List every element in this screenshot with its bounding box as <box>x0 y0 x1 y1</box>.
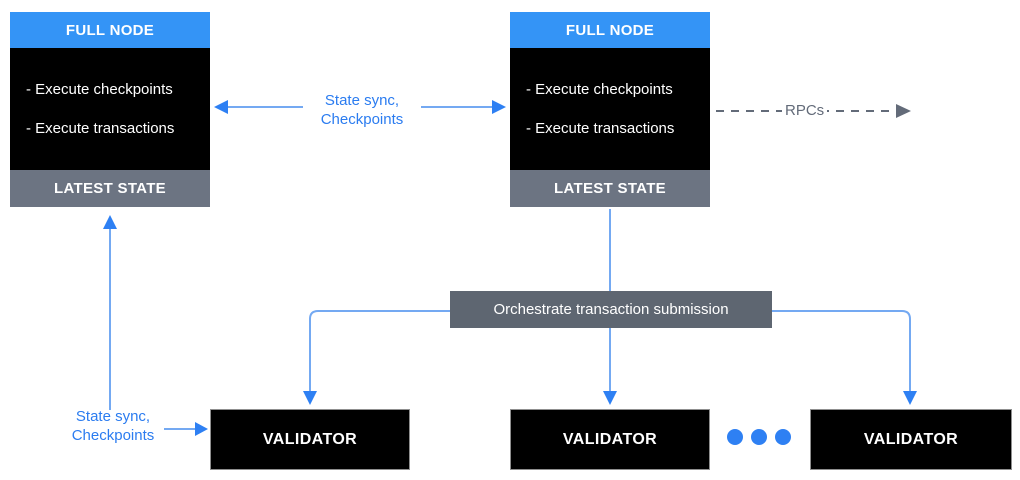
orchestrator-left-branch-arrow <box>303 310 450 405</box>
full-node-left-title: FULL NODE <box>10 12 210 48</box>
state-sync-bottom-label-line2: Checkpoints <box>71 427 155 444</box>
validator-left: VALIDATOR <box>210 409 410 470</box>
ellipsis-dots-icon <box>727 429 791 445</box>
state-sync-top-label-line1: State sync, <box>324 92 400 109</box>
full-node-left-item: - Execute checkpoints <box>26 81 173 98</box>
full-node-right-body: - Execute checkpoints - Execute transact… <box>510 48 710 170</box>
full-node-right-footer: LATEST STATE <box>510 170 710 207</box>
state-sync-up-arrow <box>103 215 117 410</box>
state-sync-right-arrow <box>164 422 208 436</box>
state-sync-top-label-line2: Checkpoints <box>320 111 404 128</box>
full-node-left-footer: LATEST STATE <box>10 170 210 207</box>
full-node-right-item: - Execute checkpoints <box>526 81 673 98</box>
state-sync-top-label: State sync, Checkpoints <box>303 90 421 130</box>
full-node-left-body: - Execute checkpoints - Execute transact… <box>10 48 210 170</box>
validator-middle: VALIDATOR <box>510 409 710 470</box>
full-node-left: FULL NODE - Execute checkpoints - Execut… <box>10 12 210 207</box>
full-node-right-item: - Execute transactions <box>526 120 675 137</box>
rpcs-label: RPCs <box>782 102 828 120</box>
full-node-right-title: FULL NODE <box>510 12 710 48</box>
state-sync-bottom-label: State sync, Checkpoints <box>54 406 172 446</box>
rpcs-dashed-arrow <box>716 104 911 118</box>
orchestrator-right-branch-arrow <box>772 310 917 405</box>
orchestrator-box: Orchestrate transaction submission <box>450 291 772 328</box>
validator-right: VALIDATOR <box>810 409 1012 470</box>
full-node-right: FULL NODE - Execute checkpoints - Execut… <box>510 12 710 207</box>
full-node-left-item: - Execute transactions <box>26 120 175 137</box>
state-sync-bottom-label-line1: State sync, <box>75 408 151 425</box>
